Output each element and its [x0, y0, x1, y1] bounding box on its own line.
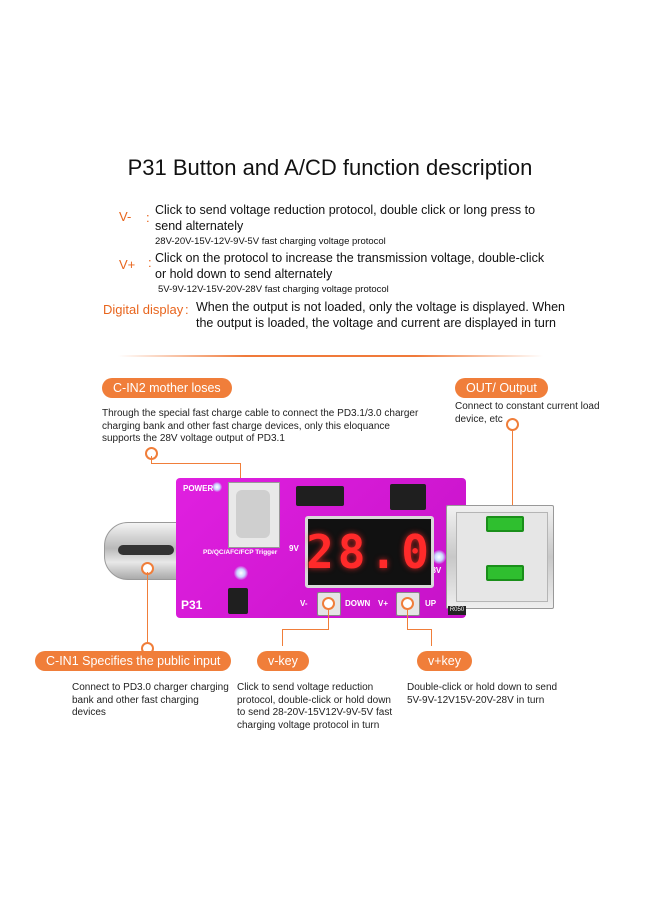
vplus-key-label: V+	[119, 257, 136, 272]
model-label: P31	[181, 598, 203, 612]
power-led	[212, 482, 222, 492]
power-label: POWER	[183, 484, 214, 493]
voltage-28v-label: 28V	[427, 566, 442, 575]
cin1-callout-label: C-IN1 Specifies the public input	[35, 651, 232, 671]
vplus-callout-note: Double-click or hold down to send 5V-9V-…	[407, 682, 558, 706]
usb-c-port-slot	[118, 545, 174, 555]
usb-a-port-inner	[456, 512, 548, 602]
vminus-colon: :	[146, 210, 150, 225]
out-pointer-line	[512, 429, 513, 546]
cin1-pointer-line	[147, 572, 148, 644]
vminus-key-label: V-	[119, 209, 132, 224]
cin2-callout-label: C-IN2 mother loses	[102, 378, 232, 398]
digital-display-colon: :	[185, 302, 189, 317]
vminus-pointer-line	[328, 608, 329, 630]
vplus-colon: :	[148, 255, 152, 270]
cin2-pointer-line-h	[151, 463, 241, 464]
vplus-pointer-line	[407, 608, 408, 630]
voltage-9v-label: 9V	[289, 544, 299, 553]
vplus-callout-label: v+key	[417, 651, 473, 671]
vminus-callout-label: v-key	[257, 651, 309, 671]
status-led-right	[432, 550, 446, 564]
digital-display-description: When the output is not loaded, only the …	[196, 300, 565, 330]
vminus-description: Click to send voltage reduction protocol…	[155, 203, 536, 233]
vplus-pointer-line-v	[431, 629, 432, 646]
out-callout-label: OUT/ Output	[455, 378, 548, 398]
usb-c-female-inner	[236, 490, 270, 538]
seven-segment-display: 28.0	[305, 516, 434, 588]
usb-a-contact-top	[486, 516, 524, 532]
regulator-chip	[390, 484, 426, 510]
vplus-description: Click on the protocol to increase the tr…	[155, 251, 545, 281]
usb-a-contact-bottom	[486, 565, 524, 581]
protocol-label: PD/QC/AFC/FCP Trigger	[203, 549, 278, 556]
display-reading: 28.0	[306, 525, 433, 579]
cin2-pointer-line	[151, 456, 152, 464]
shunt-resistor: R050	[448, 606, 466, 615]
up-label: UP	[425, 599, 437, 608]
down-label: DOWN	[345, 599, 371, 608]
cin2-callout-note: Through the special fast charge cable to…	[102, 408, 419, 444]
digital-display-key-label: Digital display	[103, 302, 184, 317]
status-led-left	[234, 566, 248, 580]
vminus-board-label: V-	[300, 599, 308, 608]
controller-chip	[296, 486, 344, 506]
vminus-callout-note: Click to send voltage reduction protocol…	[237, 682, 393, 731]
vplus-pointer-line-h	[407, 629, 432, 630]
vplus-protocol: 5V-9V-12V-15V-20V-28V fast charging volt…	[158, 284, 389, 295]
vminus-protocol: 28V-20V-15V-12V-9V-5V fast charging volt…	[155, 236, 386, 247]
mosfet-chip	[228, 588, 248, 614]
vminus-pointer-line-v	[282, 629, 283, 646]
vminus-pointer-line-h	[282, 629, 329, 630]
vplus-board-label: V+	[378, 599, 389, 608]
page-title: P31 Button and A/CD function description	[127, 155, 533, 180]
out-callout-note: Connect to constant current load device,…	[455, 401, 600, 425]
cin1-callout-note: Connect to PD3.0 charger charging bank a…	[72, 682, 229, 718]
section-divider	[118, 355, 543, 357]
